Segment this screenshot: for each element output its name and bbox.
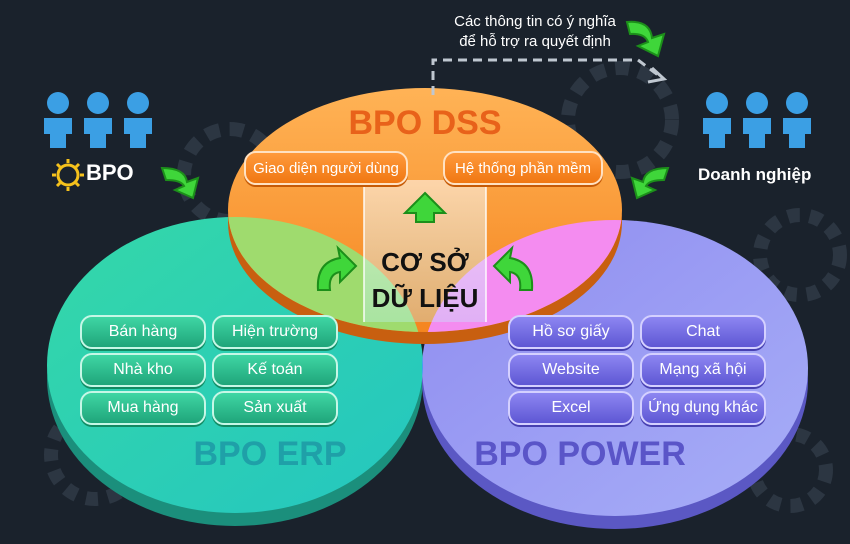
dss-item-software: Hệ thống phần mềm — [443, 151, 603, 185]
bpo-sun-icon — [52, 159, 84, 191]
power-item-other-apps: Ứng dụng khác — [640, 391, 766, 425]
database-line-1: CƠ SỞ — [381, 247, 469, 277]
database-line-2: DỮ LIỆU — [371, 283, 479, 313]
note-line-2: để hỗ trợ ra quyết định — [459, 33, 611, 50]
power-item-social: Mạng xã hội — [640, 353, 766, 387]
erp-title: BPO ERP — [193, 435, 347, 473]
top-note: Các thông tin có ý nghĩa để hỗ trợ ra qu… — [430, 12, 640, 52]
erp-item-production: Sản xuất — [212, 391, 338, 425]
power-item-paper: Hồ sơ giấy — [508, 315, 634, 349]
dss-item-ui: Giao diện người dùng — [244, 151, 408, 185]
people-left-icon — [44, 92, 152, 148]
erp-item-purchasing: Mua hàng — [80, 391, 206, 425]
power-title: BPO POWER — [474, 435, 686, 473]
database-label: CƠ SỞ DỮ LIỆU — [372, 244, 479, 316]
erp-item-accounting: Kế toán — [212, 353, 338, 387]
erp-item-warehouse: Nhà kho — [80, 353, 206, 387]
power-item-chat: Chat — [640, 315, 766, 349]
bpo-label: BPO — [86, 160, 134, 185]
erp-item-field: Hiện trường — [212, 315, 338, 349]
power-item-excel: Excel — [508, 391, 634, 425]
green-arrows — [160, 20, 670, 291]
dss-title: BPO DSS — [348, 104, 502, 142]
dashed-arrow — [431, 58, 663, 95]
doanh-nghiep-label: Doanh nghiệp — [698, 165, 812, 184]
note-line-1: Các thông tin có ý nghĩa — [454, 13, 616, 30]
erp-item-sales: Bán hàng — [80, 315, 206, 349]
power-item-website: Website — [508, 353, 634, 387]
people-right-icon — [703, 92, 811, 148]
